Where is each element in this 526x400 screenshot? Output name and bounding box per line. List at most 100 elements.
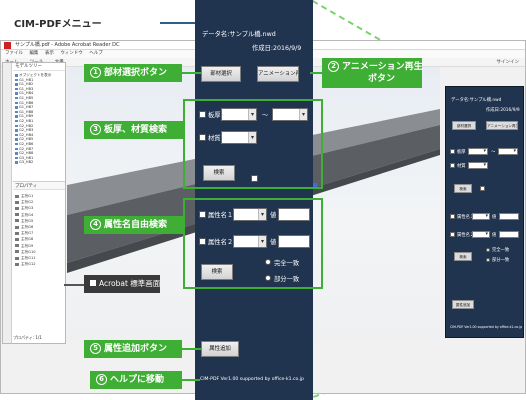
thickness-max-select[interactable]: ▾ [272,108,308,121]
callout-number: 6 [96,374,107,385]
mini-add-attr-button[interactable]: 属性追加 [452,300,474,309]
callout-number: 5 [90,343,101,354]
property-item[interactable]: 主桁G11 [15,255,36,261]
callout-6-connector [182,379,200,381]
callout-1-connector [182,72,202,74]
thickness-min-select[interactable]: ▾ [221,108,257,121]
bridge-marker-blue [311,183,317,187]
tree-item[interactable]: G2_HB3 [15,128,51,133]
mini-attr1-select[interactable] [472,213,490,220]
tree-item[interactable]: G1_HB4 [15,91,51,96]
mini-material-checkbox[interactable] [450,163,455,168]
tree-item[interactable]: オブジェクトを表示 [15,73,51,78]
material-checkbox[interactable] [199,134,206,141]
mini-thickness-max-select[interactable] [498,148,518,155]
tree-item[interactable]: G1_HB2 [15,82,51,87]
callout-text: アニメーション再生 [342,62,423,72]
tree-item[interactable]: G2_HB7 [15,147,51,152]
property-item[interactable]: 主桁G10 [15,249,36,255]
tree-item[interactable]: G2_HB6 [15,142,51,147]
value1-field[interactable] [278,208,310,221]
mini-thickness-min-select[interactable] [468,148,488,155]
mini-attr2-select[interactable] [472,231,490,238]
acrobat-label-connector [64,284,84,286]
tree-item[interactable]: G1_HB7 [15,105,51,110]
property-item[interactable]: 主桁G6 [15,224,36,230]
range-tilde: ～ [262,112,269,119]
cim-pdf-menu-heading: CIM-PDFメニュー [14,19,102,30]
tree-item[interactable]: G1_HB3 [15,87,51,92]
mini-animation-button[interactable]: アニメーション再生 [486,121,518,130]
tree-item[interactable]: G3_HB1 [15,156,51,161]
add-attribute-button[interactable]: 属性追加 [201,341,239,357]
acrobat-app-icon [4,42,11,49]
partial-match-radio[interactable] [265,275,271,281]
mini-attr2-checkbox[interactable] [450,232,455,237]
attr2-select[interactable]: ▾ [233,235,267,248]
property-item[interactable]: 主桁G1 [15,193,36,199]
property-item[interactable]: 主桁G4 [15,212,36,218]
exact-match-radio[interactable] [265,259,271,265]
animation-play-button[interactable]: アニメーション再生 [257,66,299,82]
mini-search-button-2[interactable]: 検索 [454,252,472,261]
tree-item[interactable]: G3_HB2 [15,160,51,165]
property-item[interactable]: 主桁G5 [15,218,36,224]
mini-partial-match-radio[interactable] [486,258,490,262]
mini-member-select-button[interactable]: 部材選択 [452,121,476,130]
search-button-attr[interactable]: 検索 [201,264,233,280]
mini-value1-field[interactable] [499,213,519,220]
mini-search-option-checkbox[interactable] [480,186,485,191]
search-option-checkbox[interactable] [251,175,258,182]
menu-file[interactable]: ファイル [5,51,23,56]
tree-item[interactable]: G2_HB8 [15,151,51,156]
mini-material-select[interactable] [468,162,488,169]
tree-item[interactable]: G1_HB9 [15,114,51,119]
tree-item[interactable]: G1_HB1 [15,78,51,83]
material-select[interactable]: ▾ [221,131,257,144]
tree-item[interactable]: G1_HB5 [15,96,51,101]
attr2-checkbox[interactable] [199,238,206,245]
mini-exact-match-radio[interactable] [486,248,490,252]
property-item[interactable]: 主桁G3 [15,205,36,211]
property-item[interactable]: 主桁G9 [15,243,36,249]
search-button-thickness[interactable]: 検索 [203,165,235,181]
help-footer-link[interactable]: CIM-PDF Ver1.00 supported by office-k1.c… [200,377,304,382]
thickness-checkbox[interactable] [199,111,206,118]
tree-item[interactable]: G2_HB4 [15,133,51,138]
menu-window[interactable]: ウィンドウ [60,51,83,56]
member-select-button[interactable]: 部材選択 [201,66,241,82]
property-item[interactable]: 主桁G8 [15,236,36,242]
value2-field[interactable] [278,235,310,248]
mini-search-button-1[interactable]: 検索 [454,184,472,193]
chevron-down-icon: ▾ [248,132,256,143]
mini-attr2-label: 属性名２ [457,233,475,238]
tree-item[interactable]: G2_HB1 [15,119,51,124]
signin-link[interactable]: サインイン [496,60,520,65]
material-label: 材質 [208,135,221,142]
menu-view[interactable]: 表示 [44,51,54,56]
data-name-label: データ名:サンプル橋.nwd [202,31,276,38]
callout-text: 部材選択ボタン [104,68,168,78]
property-item[interactable]: 主桁G12 [15,261,36,267]
property-item[interactable]: 主桁G2 [15,199,36,205]
property-item[interactable]: 主桁G7 [15,230,36,236]
menu-edit[interactable]: 編集 [29,51,39,56]
mini-thickness-checkbox[interactable] [450,149,455,154]
highlight-attribute-search [183,198,323,289]
attr1-select[interactable]: ▾ [233,208,267,221]
mini-attr1-label: 属性名１ [457,215,475,220]
mini-footer-link[interactable]: CIM-PDF Ver1.00 supported by office-k1.c… [450,325,523,329]
mini-value2-field[interactable] [499,231,519,238]
tree-item[interactable]: G1_HB6 [15,101,51,106]
attr1-checkbox[interactable] [199,211,206,218]
properties-header: プロパティ [13,181,65,190]
mini-attr1-checkbox[interactable] [450,214,455,219]
menu-help[interactable]: ヘルプ [89,51,103,56]
tree-item[interactable]: G2_HB5 [15,137,51,142]
tree-item[interactable]: G1_HB8 [15,110,51,115]
tree-item[interactable]: G2_HB2 [15,124,51,129]
